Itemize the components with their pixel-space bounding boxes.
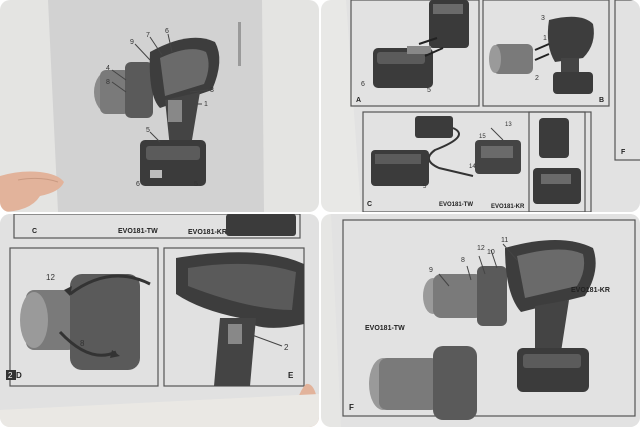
figure-f-scene: 11 12 10 8 9 EVO181-KR EVO181-TW F [321, 214, 640, 427]
figures-de-scene: C EVO181-TW EVO181-KR 12 8 D [0, 214, 319, 427]
callout-8: 8 [106, 79, 110, 86]
panel-c-charger-scene [371, 116, 521, 186]
panel-f-chuck-tw [369, 346, 477, 420]
strip-letter-c: C [32, 228, 37, 235]
callout-5: 5 [146, 127, 150, 134]
panel-f-callout-11: 11 [501, 237, 508, 244]
panel-b-frame [482, 0, 610, 107]
panel-f-drill-kr [423, 240, 596, 392]
panel-a-callout-5: 5 [427, 87, 431, 94]
hand-holding-manual [0, 171, 64, 212]
panel-f-letter: F [349, 403, 354, 412]
panel-f-model-kr: EVO181-KR [571, 287, 610, 294]
page-number: 2 [8, 371, 13, 380]
panel-b-callout-1: 1 [543, 35, 547, 42]
panel-f-callout-8: 8 [461, 257, 465, 264]
strip-model-tw: EVO181-TW [118, 228, 158, 235]
panel-a-battery-insert [373, 0, 469, 88]
callout-1: 1 [204, 101, 208, 108]
panel-d-callout-12: 12 [46, 273, 55, 282]
panel-e-callout-2: 2 [284, 343, 289, 352]
panel-f-model-tw: EVO181-TW [365, 325, 405, 332]
callout-5b: 5 [194, 181, 198, 188]
panel-f-letter: F [621, 149, 626, 156]
panel-c-frame [362, 111, 586, 212]
top-strip-frame [13, 214, 301, 239]
panel-e-letter: E [288, 371, 294, 380]
photo-tile-manual-figures-abc: 6 5 A 3 1 2 B [321, 0, 640, 212]
panel-c-callout-13: 13 [505, 122, 512, 128]
panel-b-chuck-swap [489, 16, 594, 94]
panel-a-letter: A [356, 97, 361, 104]
vertical-url-text [238, 22, 241, 66]
photo-tile-manual-figures-de: C EVO181-TW EVO181-KR 12 8 D [0, 214, 319, 427]
panel-c-callout-5: 5 [423, 184, 427, 190]
panel-c-callout-14: 14 [469, 164, 476, 170]
panel-b-callout-2: 2 [535, 75, 539, 82]
photo-tile-manual-figure-f: 11 12 10 8 9 EVO181-KR EVO181-TW F [321, 214, 640, 427]
callout-6b: 6 [136, 181, 140, 188]
panel-c-letter: C [367, 201, 372, 208]
panel-c-kr-charger [533, 118, 581, 204]
panel-f-callout-12: 12 [477, 245, 485, 252]
panel-f-frame [342, 219, 636, 417]
callout-4: 4 [106, 65, 110, 72]
callout-3: 3 [210, 87, 214, 94]
manual-cover-scene: 9 7 6 4 8 3 1 5 6 5 [0, 0, 319, 212]
panel-c-callout-15: 15 [479, 134, 486, 140]
callout-lines [111, 33, 209, 143]
panel-d-callout-8: 8 [80, 339, 85, 348]
panel-c-kr-frame [528, 111, 592, 212]
panel-f-callout-9: 9 [429, 267, 433, 274]
panel-e-direction-switch [176, 252, 304, 386]
panel-d-letter: D [16, 371, 22, 380]
callout-9: 9 [130, 39, 134, 46]
panel-b-callout-3: 3 [541, 15, 545, 22]
strip-model-kr: EVO181-KR [188, 229, 227, 236]
panel-c-model-tw: EVO181-TW [439, 202, 473, 208]
callout-7: 7 [146, 32, 150, 39]
photo-tile-manual-cover: 9 7 6 4 8 3 1 5 6 5 [0, 0, 319, 212]
panel-f-callout-10: 10 [487, 249, 495, 256]
panel-f-edge-frame [614, 0, 640, 161]
callout-6: 6 [165, 28, 169, 35]
panel-c-model-kr: EVO181-KR [491, 204, 525, 210]
panel-d-chuck-rotate [20, 274, 151, 370]
figures-abc-scene: 6 5 A 3 1 2 B [321, 0, 640, 212]
panel-b-letter: B [599, 97, 604, 104]
panel-a-callout-6: 6 [361, 81, 365, 88]
panel-d-frame [9, 247, 159, 387]
panel-a-frame [350, 0, 480, 107]
page-number-box [6, 370, 16, 380]
